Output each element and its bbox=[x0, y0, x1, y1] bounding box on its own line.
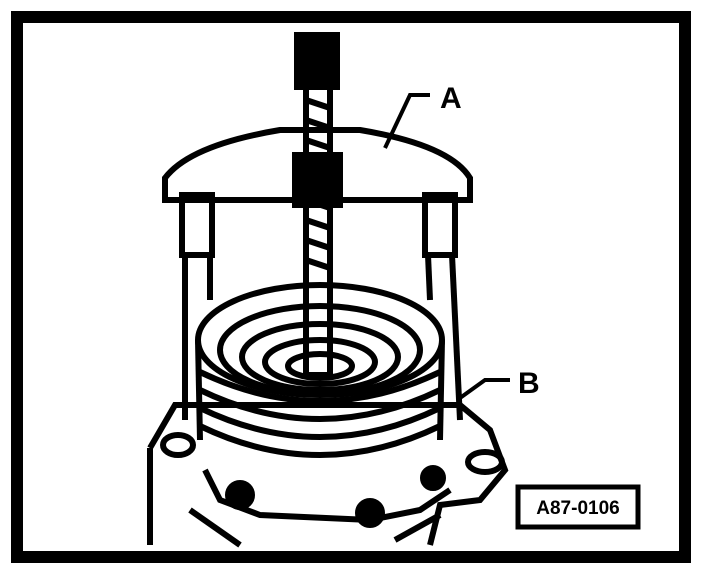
reference-code-box bbox=[515, 484, 641, 530]
puller-tool-illustration bbox=[162, 32, 473, 421]
compressor-housing-illustration bbox=[147, 402, 509, 548]
reference-code: A87-0106 bbox=[536, 498, 619, 519]
diagram-frame bbox=[11, 11, 691, 563]
callout-a-label: A bbox=[440, 82, 462, 115]
callout-b-leader bbox=[458, 378, 510, 400]
callout-a-leader bbox=[383, 93, 430, 149]
pulley-illustration bbox=[195, 282, 445, 458]
callout-b-label: B bbox=[518, 367, 540, 400]
